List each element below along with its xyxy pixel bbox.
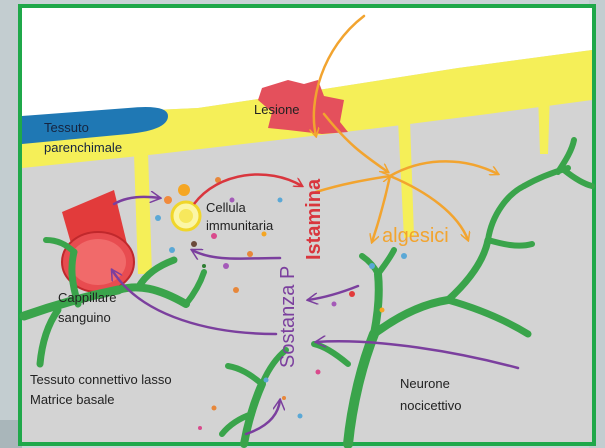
dot	[380, 308, 385, 313]
label-lesione: Lesione	[254, 102, 300, 117]
immune-cell-nucleus	[179, 209, 193, 223]
dot	[264, 378, 269, 383]
dot	[332, 302, 337, 307]
nerve-main-up	[374, 274, 379, 334]
label-sostanza-p: Sostanza P	[277, 266, 299, 368]
dot	[198, 426, 202, 430]
dot	[298, 414, 303, 419]
label-algesici: algesici	[382, 225, 449, 247]
dot	[349, 291, 355, 297]
dot	[401, 253, 407, 259]
dot	[223, 263, 229, 269]
left-margin-strip	[0, 0, 20, 448]
dot	[178, 184, 190, 196]
dot	[316, 370, 321, 375]
dot	[155, 215, 161, 221]
dot	[169, 247, 175, 253]
dot	[211, 233, 217, 239]
dot	[369, 263, 375, 269]
yellow-column-2	[538, 92, 550, 154]
dot	[164, 196, 172, 204]
dot	[278, 198, 283, 203]
label-istamina: Istamina	[303, 178, 325, 260]
dot	[212, 406, 217, 411]
dot	[233, 287, 239, 293]
inflammation-diagram: Tessuto parenchimale Lesione Cellula imm…	[18, 4, 598, 448]
dot	[191, 241, 197, 247]
dot	[247, 251, 253, 257]
dot	[202, 264, 206, 268]
dot	[282, 396, 286, 400]
